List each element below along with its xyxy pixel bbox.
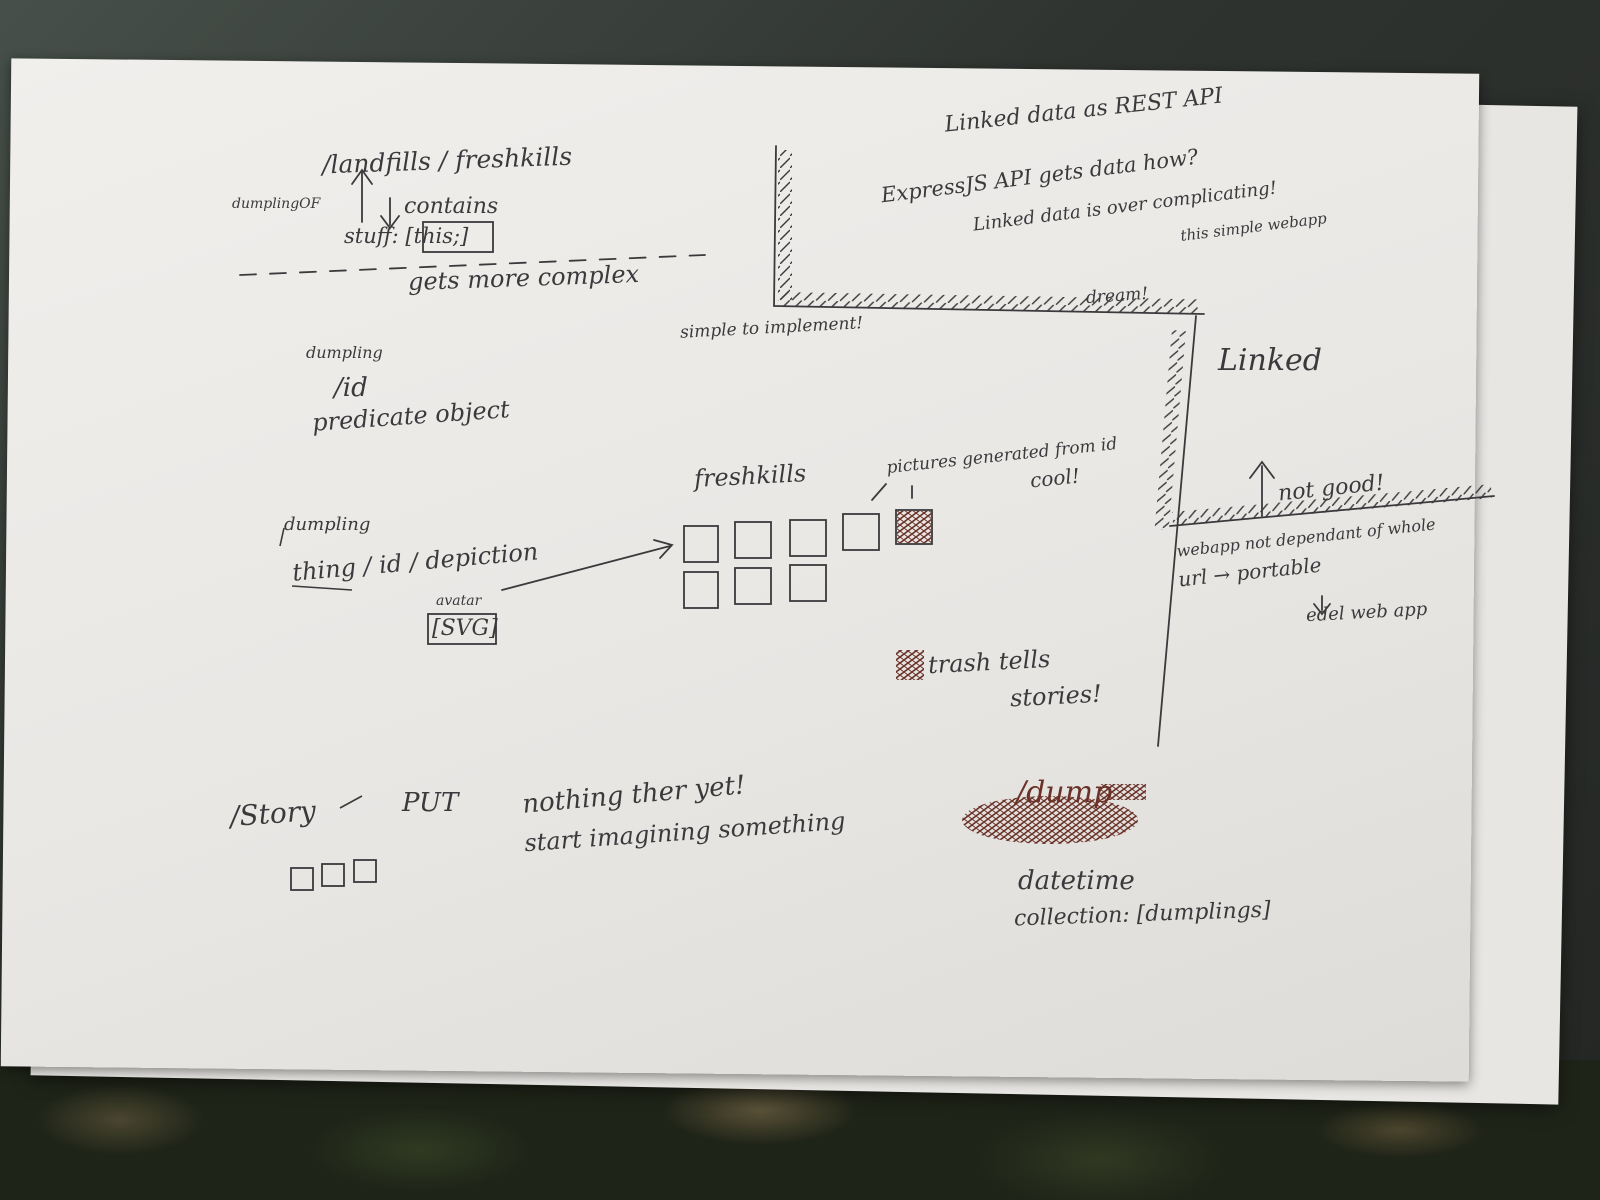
- scribble-dump-top: [1100, 784, 1146, 800]
- svg-text: [SVG]: [432, 616, 498, 641]
- scribble-trash: [896, 650, 924, 680]
- depiction-arrow: [501, 545, 671, 591]
- hatch-top-floor: [777, 291, 1198, 314]
- not-good-arrow-head: [1249, 460, 1275, 479]
- dumpling-top-text: dumpling: [306, 343, 383, 362]
- trash-tells-text: trash tells: [927, 644, 1051, 680]
- dream-text: dream!: [1085, 283, 1149, 309]
- scribble-picture: [897, 511, 931, 543]
- stuff-text: stuff: [this;]: [344, 224, 469, 248]
- slash-id-text: /id: [334, 373, 368, 403]
- strike-dumpling: [279, 527, 285, 547]
- put-text: PUT: [402, 788, 459, 818]
- grid-box: [789, 564, 827, 602]
- strike-thing: [291, 585, 353, 591]
- freshkills-text: freshkills: [693, 459, 807, 493]
- arrow-down-head: [380, 215, 400, 230]
- dump-path-text: /dump: [1016, 775, 1113, 810]
- arrow-up-head: [351, 168, 373, 185]
- pictures-pointer: [871, 483, 887, 501]
- story-box: [321, 863, 345, 887]
- grid-box: [842, 513, 880, 551]
- stories-text: stories!: [1009, 679, 1103, 713]
- svg-box: [427, 613, 497, 645]
- diagram-top-floor: [773, 305, 1205, 315]
- linked-text: Linked: [1218, 343, 1322, 378]
- portable-arrow-head: [1313, 603, 1331, 616]
- hatch-lower-floor: [1172, 484, 1493, 526]
- story-box: [290, 867, 314, 891]
- grid-box: [734, 521, 772, 559]
- story-box: [353, 859, 377, 883]
- dumpling-of-text: dumplingOF: [232, 196, 321, 212]
- avatar-text: avatar: [436, 593, 482, 609]
- scribble-dump: [962, 796, 1138, 844]
- strike-story: [339, 795, 363, 809]
- datetime-text: datetime: [1018, 866, 1135, 896]
- cool-text: cool!: [1028, 463, 1081, 493]
- hatch-right-wall: [1154, 330, 1186, 531]
- dumpling-mid-text: dumpling: [284, 514, 371, 535]
- grid-box: [683, 525, 719, 563]
- grid-box: [683, 571, 719, 609]
- stuff-box: [422, 221, 494, 253]
- contains-text: contains: [404, 194, 499, 219]
- diagram-right-wall: [1157, 315, 1197, 747]
- hatch-left-wall: [778, 150, 792, 300]
- grid-box: [789, 519, 827, 557]
- depiction-arrow-head: [653, 539, 674, 559]
- grid-box: [895, 509, 933, 545]
- story-path-text: /Story: [228, 794, 317, 833]
- diagram-left-wall: [773, 145, 777, 307]
- grid-box: [734, 567, 772, 605]
